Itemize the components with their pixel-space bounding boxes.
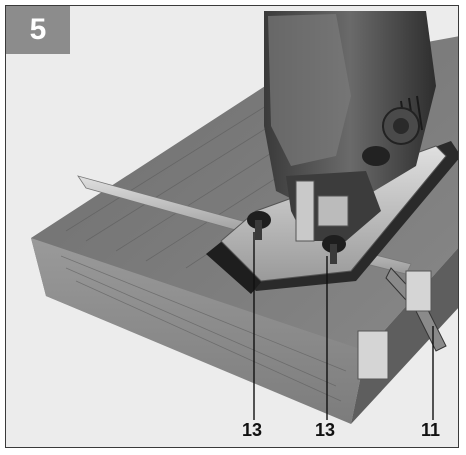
jigsaw-body [264,11,436,242]
jigsaw-photo [6,6,458,447]
callout-13-left: 13 [242,420,263,440]
locking-knob-right [322,235,346,264]
figure-frame: 5 [5,5,459,448]
figure-number-badge: 5 [6,6,70,54]
callout-13-right: 13 [315,420,336,440]
callout-11: 11 [421,420,441,440]
callout-leader-lines [253,232,434,420]
locking-knob-left [247,211,271,240]
